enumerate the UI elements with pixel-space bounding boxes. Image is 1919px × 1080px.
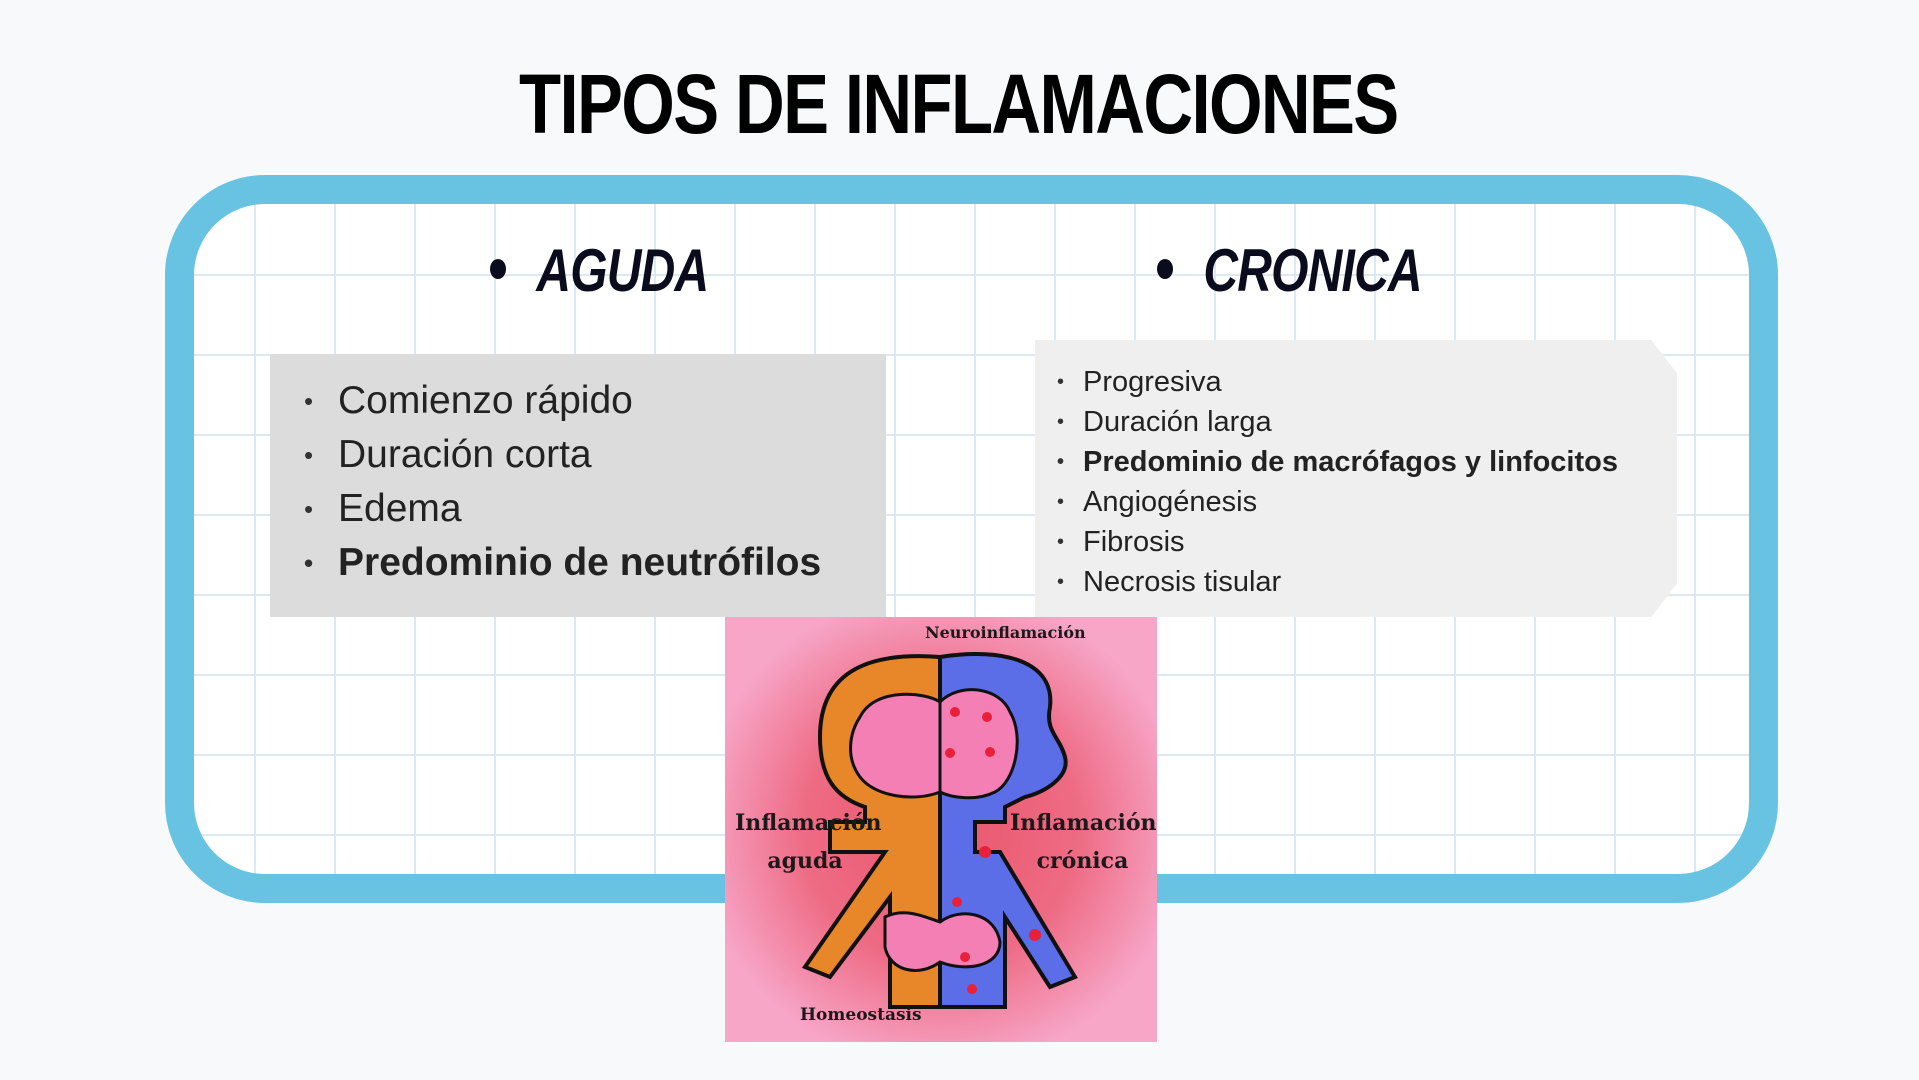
aguda-list-box: Comienzo rápido Duración corta Edema Pre… (270, 354, 886, 617)
label-inflamacion-cronica: Inflamación crónica (1010, 804, 1157, 880)
cronica-list-box: Progresiva Duración larga Predominio de … (1035, 340, 1677, 617)
bullet-icon (1157, 259, 1173, 280)
heading-cronica: CRONICA (1157, 236, 1423, 305)
bullet-icon (490, 259, 506, 280)
page-title: TIPOS DE INFLAMACIONES (519, 57, 1399, 151)
list-item: Duración larga (1057, 402, 1677, 442)
list-item: Angiogénesis (1057, 482, 1677, 522)
list-item: Comienzo rápido (304, 374, 886, 428)
label-line: aguda (767, 848, 843, 874)
label-line: crónica (1036, 848, 1129, 874)
label-neuroinflamacion: Neuroinflamación (925, 623, 1086, 642)
heading-text: CRONICA (1203, 237, 1422, 304)
list-item: Fibrosis (1057, 522, 1677, 562)
inflammation-illustration: Neuroinflamación Inflamación aguda Inflam… (725, 617, 1157, 1042)
heading-text: AGUDA (536, 237, 709, 304)
list-item: Progresiva (1057, 362, 1677, 402)
label-line: Inflamación (735, 810, 882, 836)
list-item: Duración corta (304, 428, 886, 482)
label-homeostasis: Homeostasis (800, 1005, 922, 1025)
list-item: Predominio de macrófagos y linfocitos (1057, 442, 1677, 482)
heading-aguda: AGUDA (490, 236, 709, 305)
label-line: Inflamación (1010, 810, 1157, 836)
list-item: Necrosis tisular (1057, 562, 1677, 602)
list-item: Predominio de neutrófilos (304, 536, 886, 590)
body-figure-icon (801, 652, 1078, 1009)
list-item: Edema (304, 482, 886, 536)
label-inflamacion-aguda: Inflamación aguda (735, 804, 882, 880)
